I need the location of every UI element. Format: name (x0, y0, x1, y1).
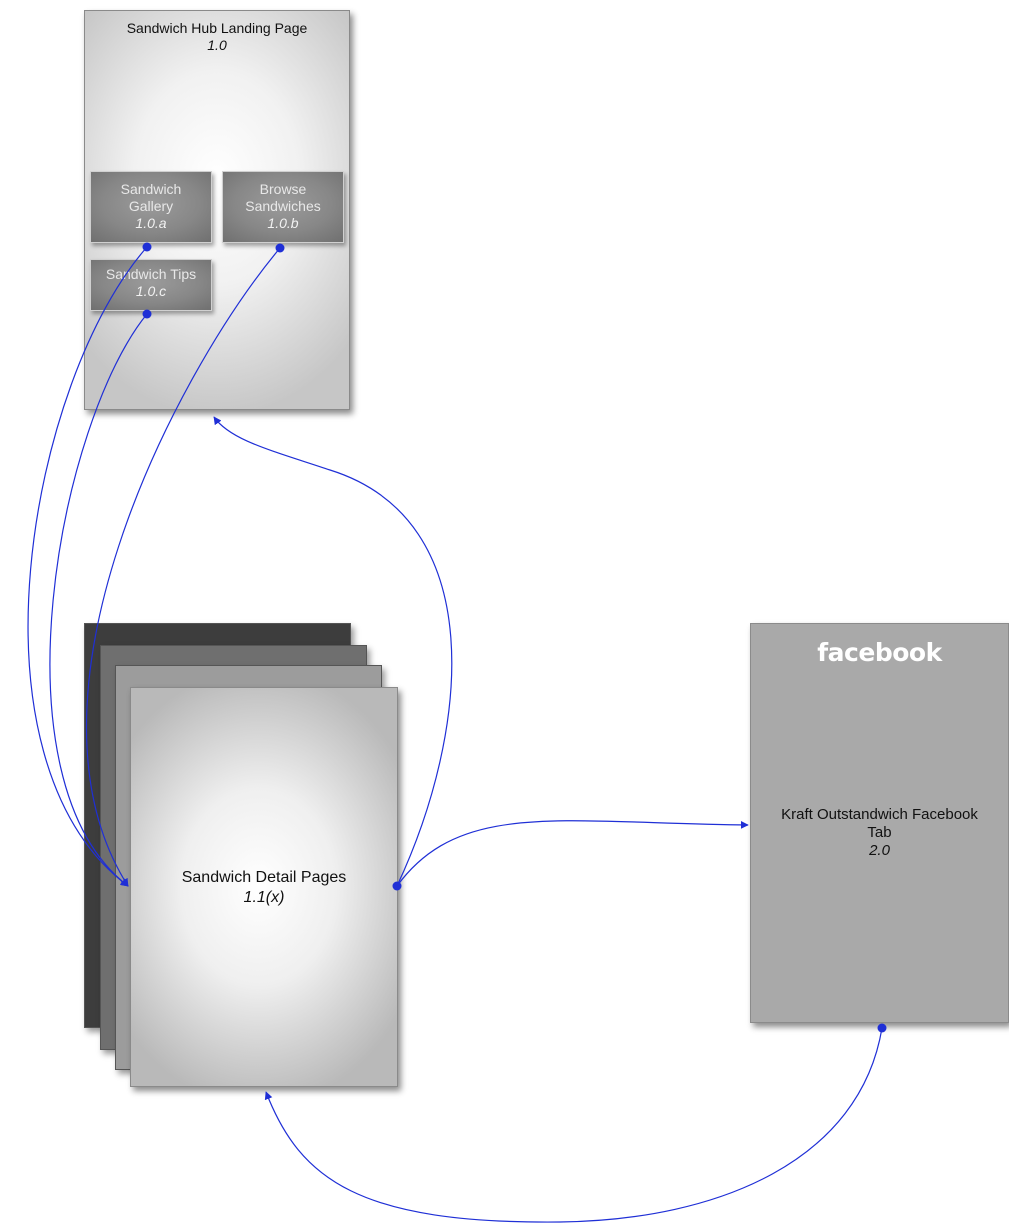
connector-origin-dot (142, 309, 152, 319)
section-version: 1.0.b (267, 215, 299, 231)
section-title: Sandwiches (245, 198, 321, 214)
connector-tips-to-detail (49, 313, 148, 887)
landing-page-title: Sandwich Hub Landing Page (126, 20, 308, 36)
facebook-logo: facebook (817, 638, 942, 667)
landing-page-version: 1.0 (207, 37, 227, 53)
connector-origin-dot (392, 881, 402, 891)
section-browse-sandwiches: Browse Sandwiches 1.0.b (222, 171, 344, 243)
section-version: 1.0.c (135, 283, 167, 299)
section-sandwich-tips: Sandwich Tips 1.0.c (90, 259, 212, 311)
facebook-tab-title: Tab (867, 824, 892, 841)
detail-pages-version: 1.1(x) (243, 889, 285, 906)
facebook-tab-node: facebook Kraft Outstandwich Facebook Tab… (750, 623, 1009, 1023)
connector-origin-dot (877, 1023, 887, 1033)
facebook-tab-version: 2.0 (869, 842, 890, 859)
facebook-tab-title: Kraft Outstandwich Facebook (781, 806, 978, 823)
connector-origin-dot (142, 242, 152, 252)
connector-detail-to-facebook (396, 820, 749, 887)
section-title: Gallery (128, 198, 174, 214)
connector-detail-to-landing (213, 416, 453, 887)
section-version: 1.0.a (135, 215, 167, 231)
connector-origin-dot (275, 243, 285, 253)
detail-pages-title: Sandwich Detail Pages (181, 869, 347, 886)
section-sandwich-gallery: Sandwich Gallery 1.0.a (90, 171, 212, 243)
section-title: Sandwich (120, 181, 182, 197)
section-title: Browse (259, 181, 307, 197)
connector-browse-to-detail (85, 247, 281, 887)
connector-facebook-to-detail (264, 1027, 883, 1223)
connector-gallery-to-detail (27, 246, 148, 887)
landing-page-node: Sandwich Hub Landing Page 1.0 Sandwich G… (84, 10, 350, 410)
